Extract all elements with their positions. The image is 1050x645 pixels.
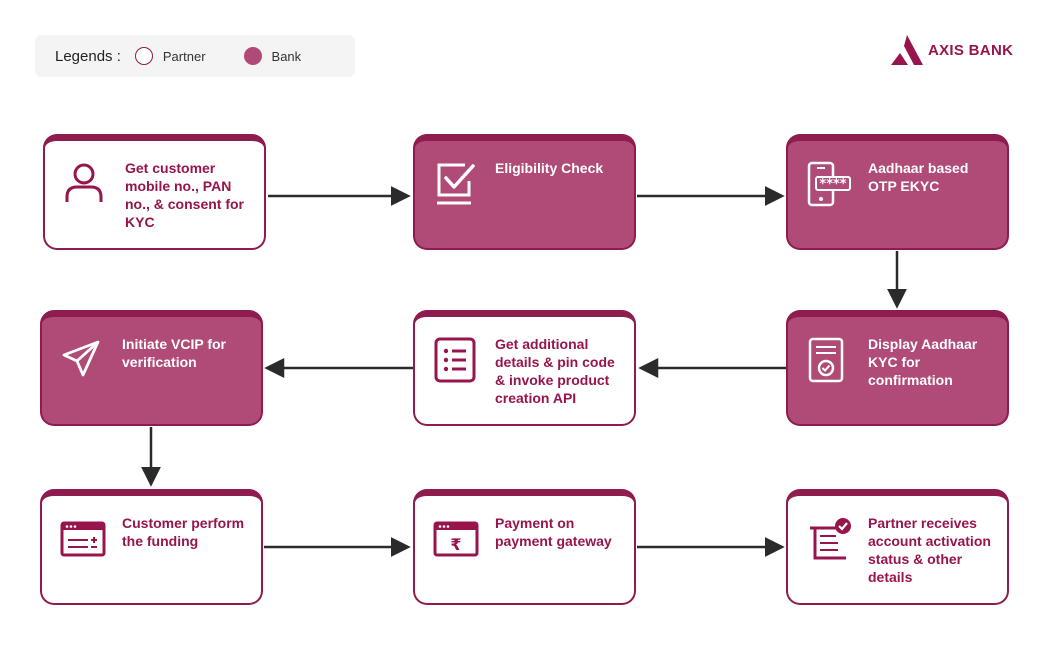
step-initiate-vcip: Initiate VCIP for verification [40, 310, 263, 426]
legend-bank-swatch [243, 47, 262, 65]
legend-title: Legends : [55, 47, 121, 65]
scroll-check-icon [810, 518, 851, 560]
step-details-label: Get additional details & pin code & invo… [495, 336, 615, 406]
step-account-activation: Partner receives account activation stat… [786, 489, 1009, 605]
send-icon [62, 340, 100, 377]
step-display-aadhaar-kyc: Display Aadhaar KYC for confirmation [786, 310, 1009, 426]
step-display-kyc-label: Display Aadhaar KYC for confirmation [868, 336, 978, 388]
step-additional-details: Get additional details & pin code & invo… [413, 310, 636, 426]
svg-text:****: **** [819, 177, 846, 192]
legend-bank-label: Bank [271, 48, 302, 64]
checkbox-icon [437, 163, 475, 205]
step-eligibility-label: Eligibility Check [495, 160, 604, 176]
step-otp-label: Aadhaar based OTP EKYC [868, 160, 969, 194]
legend-partner-swatch [134, 47, 153, 65]
step-customer-funding: Customer perform the funding [40, 489, 263, 605]
svg-text:₹: ₹ [450, 535, 461, 554]
brand-name: AXIS BANK [928, 41, 1014, 59]
browser-rupee-icon: ₹ [433, 521, 479, 557]
legend-partner-label: Partner [162, 48, 206, 64]
step-funding-label: Customer perform the funding [122, 515, 245, 549]
step-activation-label: Partner receives account activation stat… [868, 515, 991, 585]
browser-calc-icon [60, 521, 106, 557]
user-icon [65, 163, 103, 202]
document-check-icon [808, 337, 844, 383]
step-aadhaar-otp-ekyc: **** Aadhaar based OTP EKYC [786, 134, 1009, 250]
step-collect-details: Get customer mobile no., PAN no., & cons… [43, 134, 266, 250]
list-icon [434, 337, 476, 383]
phone-otp-icon: **** [807, 161, 851, 207]
step-collect-label: Get customer mobile no., PAN no., & cons… [125, 160, 244, 230]
step-vcip-label: Initiate VCIP for verification [122, 336, 226, 370]
step-payment-gateway: ₹ Payment on payment gateway [413, 489, 636, 605]
brand-logo: AXIS BANK [890, 34, 1013, 66]
step-eligibility-check: Eligibility Check [413, 134, 636, 250]
axis-logo-icon [891, 35, 923, 65]
legend: Legends : Partner Bank [35, 35, 355, 77]
step-payment-label: Payment on payment gateway [495, 515, 612, 549]
